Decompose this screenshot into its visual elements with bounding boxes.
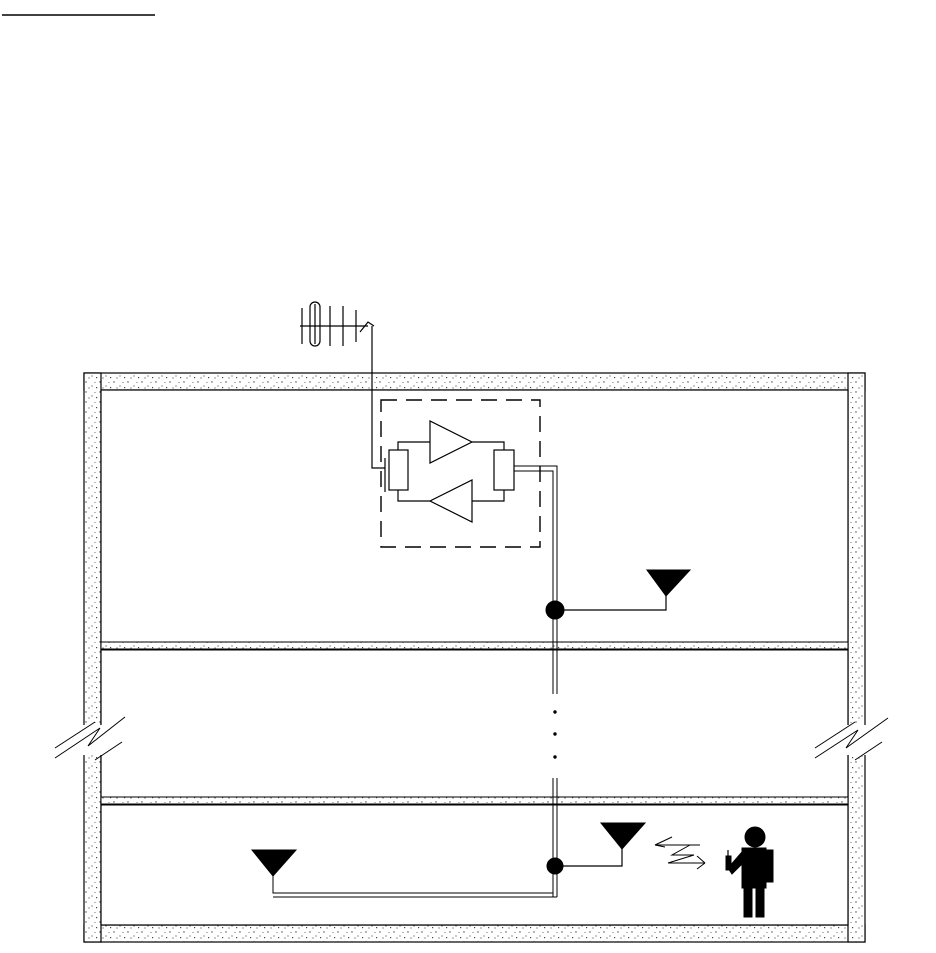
splitter-node-icon xyxy=(547,858,563,874)
splitter-node-icon xyxy=(546,601,564,619)
left-wall xyxy=(84,373,101,942)
roof-slab xyxy=(84,373,865,390)
yagi-antenna-icon xyxy=(300,302,374,346)
floor-slab-lower xyxy=(101,797,848,804)
ground-slab xyxy=(84,925,865,942)
right-wall xyxy=(848,373,865,942)
floor-slab-upper xyxy=(101,642,848,649)
